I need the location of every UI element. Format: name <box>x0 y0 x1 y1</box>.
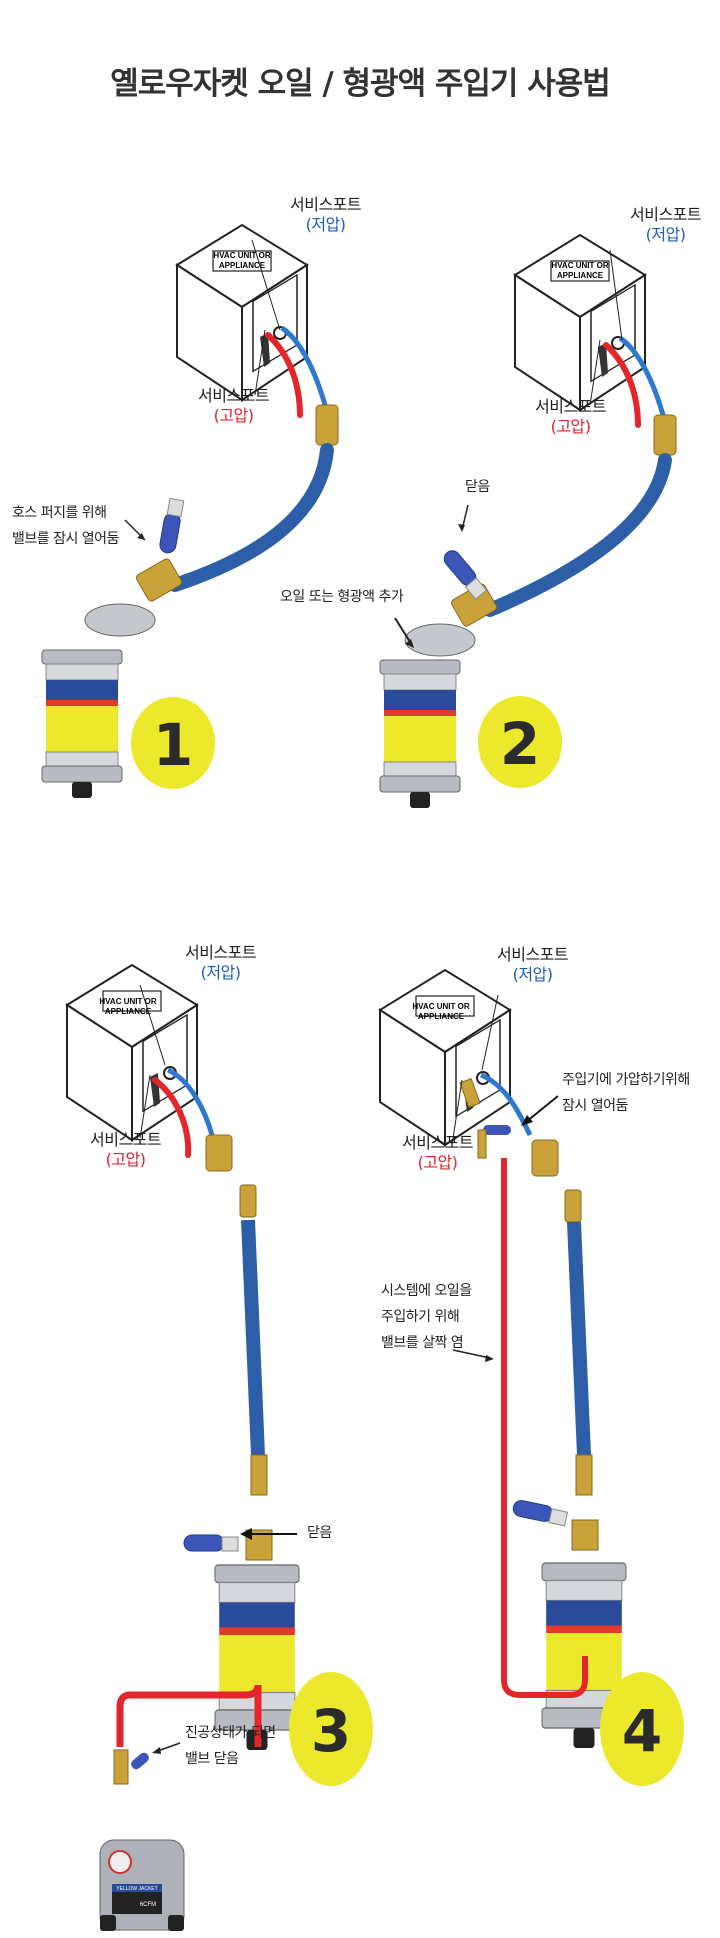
step-3-illustration: HVAC UNIT OR APPLIANCE YELLOW JACKET 6CF… <box>66 964 373 1931</box>
service-port-text: 서비스포트 <box>535 397 607 416</box>
service-port-text: 서비스포트 <box>630 205 702 224</box>
step-2-add-note: 오일 또는 형광액 추가 <box>280 589 404 605</box>
step-4-illustration: HVAC UNIT OR APPLIANCE 4 <box>379 969 684 1786</box>
note-line: 잠시 열어둠 <box>562 1098 628 1114</box>
service-port-text: 서비스포트 <box>290 195 362 214</box>
note-line: 밸브를 잠시 열어둠 <box>12 531 119 547</box>
step-3-vacuum-note: 진공상태가 되면 밸브 닫음 <box>185 1720 276 1772</box>
step-number: 4 <box>622 1697 662 1765</box>
step-4-inject-note: 시스템에 오일을 주입하기 위해 밸브를 살짝 염 <box>381 1278 472 1356</box>
note-line: 밸브를 살짝 염 <box>381 1335 464 1351</box>
high-pressure-port-label: 서비스포트 (고압) <box>198 386 270 426</box>
low-pressure-port-label: 서비스포트 (저압) <box>630 205 702 245</box>
low-pressure-text: (저압) <box>200 963 241 982</box>
high-pressure-port-label: 서비스포트 (고압) <box>535 397 607 437</box>
unit-label: APPLIANCE <box>219 261 266 270</box>
step-number: 2 <box>500 710 540 778</box>
note-line: 호스 퍼지를 위해 <box>12 505 107 521</box>
low-pressure-text: (저압) <box>305 215 346 234</box>
unit-label: HVAC UNIT OR <box>99 997 156 1006</box>
step-number: 3 <box>311 1697 351 1765</box>
step-2-close-note: 닫음 <box>465 479 490 495</box>
low-pressure-port-label: 서비스포트 (저압) <box>185 943 257 983</box>
note-line: 진공상태가 되면 <box>185 1725 276 1741</box>
pump-rating: 6CFM <box>140 1902 156 1908</box>
note-line: 주입하기 위해 <box>381 1309 460 1325</box>
step-1-note: 호스 퍼지를 위해 밸브를 잠시 열어둠 <box>12 500 119 552</box>
low-pressure-port-label: 서비스포트 (저압) <box>497 945 569 985</box>
high-pressure-port-label: 서비스포트 (고압) <box>402 1133 474 1173</box>
note-line: 밸브 닫음 <box>185 1751 239 1767</box>
step-4-pressurize-note: 주입기에 가압하기위해 잠시 열어둠 <box>562 1067 690 1119</box>
note-line: 시스템에 오일을 <box>381 1283 472 1299</box>
step-number: 1 <box>153 711 193 779</box>
step-2-illustration: HVAC UNIT OR APPLIANCE 2 <box>379 234 677 809</box>
high-pressure-text: (고압) <box>417 1153 458 1172</box>
service-port-text: 서비스포트 <box>402 1133 474 1152</box>
step-3-close-note: 닫음 <box>307 1525 332 1541</box>
note-line: 주입기에 가압하기위해 <box>562 1072 690 1088</box>
unit-label: HVAC UNIT OR <box>412 1002 469 1011</box>
low-pressure-port-label: 서비스포트 (저압) <box>290 195 362 235</box>
service-port-text: 서비스포트 <box>90 1130 162 1149</box>
page-title: 옐로우자켓 오일 / 형광액 주입기 사용법 <box>110 66 611 102</box>
unit-label: HVAC UNIT OR <box>213 251 270 260</box>
high-pressure-text: (고압) <box>105 1150 146 1169</box>
low-pressure-text: (저압) <box>645 225 686 244</box>
unit-label: APPLIANCE <box>557 271 604 280</box>
high-pressure-port-label: 서비스포트 (고압) <box>90 1130 162 1170</box>
service-port-text: 서비스포트 <box>198 386 270 405</box>
service-port-text: 서비스포트 <box>497 945 569 964</box>
unit-label: APPLIANCE <box>105 1007 152 1016</box>
high-pressure-text: (고압) <box>550 417 591 436</box>
service-port-text: 서비스포트 <box>185 943 257 962</box>
unit-label: HVAC UNIT OR <box>551 261 608 270</box>
pump-brand: YELLOW JACKET <box>116 1886 157 1892</box>
high-pressure-text: (고압) <box>213 406 254 425</box>
unit-label: APPLIANCE <box>418 1012 465 1021</box>
step-1-illustration: HVAC UNIT OR APPLIANCE 1 <box>41 224 339 799</box>
low-pressure-text: (저압) <box>512 965 553 984</box>
